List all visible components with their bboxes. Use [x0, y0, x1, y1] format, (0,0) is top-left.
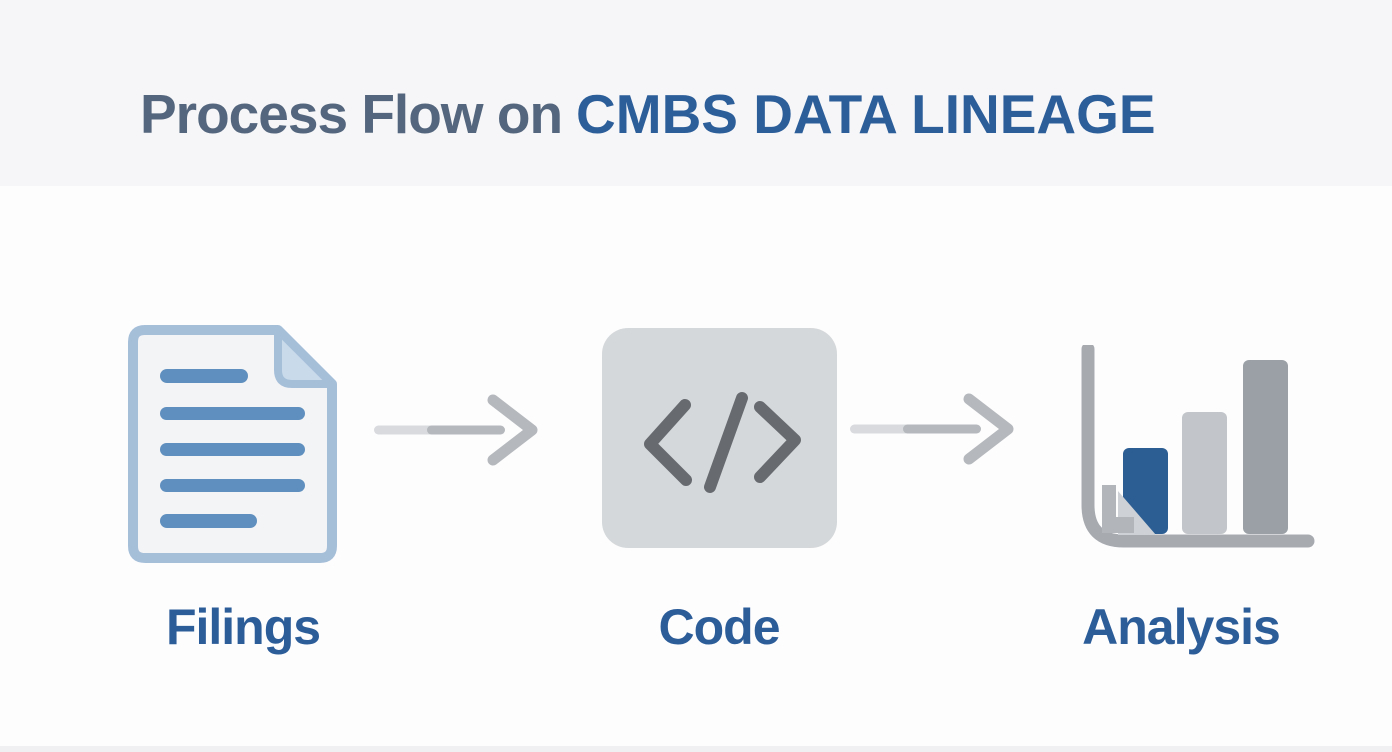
arrow-right-icon — [374, 394, 538, 466]
document-icon — [128, 325, 337, 563]
code-brackets-glyph — [644, 392, 801, 493]
stage-label-filings: Filings — [165, 599, 321, 655]
title-prefix: Process Flow on — [140, 83, 563, 145]
title-band — [0, 0, 1392, 186]
document-text-lines — [160, 369, 305, 528]
chart-corner-detail — [1102, 485, 1134, 533]
chart-axis — [1081, 345, 1315, 548]
stage-label-analysis: Analysis — [1082, 599, 1281, 655]
code-icon — [602, 328, 837, 548]
bottom-strip — [0, 746, 1392, 752]
stage-label-code: Code — [658, 599, 781, 655]
title-emphasis: CMBS DATA LINEAGE — [576, 83, 1156, 145]
arrow-right-icon — [850, 393, 1014, 465]
bar-chart-icon — [1081, 345, 1315, 548]
chart-bar-tall — [1243, 360, 1288, 534]
document-fold-corner — [274, 326, 336, 388]
chart-bar-medium — [1182, 412, 1227, 534]
code-icon-background — [602, 328, 837, 548]
